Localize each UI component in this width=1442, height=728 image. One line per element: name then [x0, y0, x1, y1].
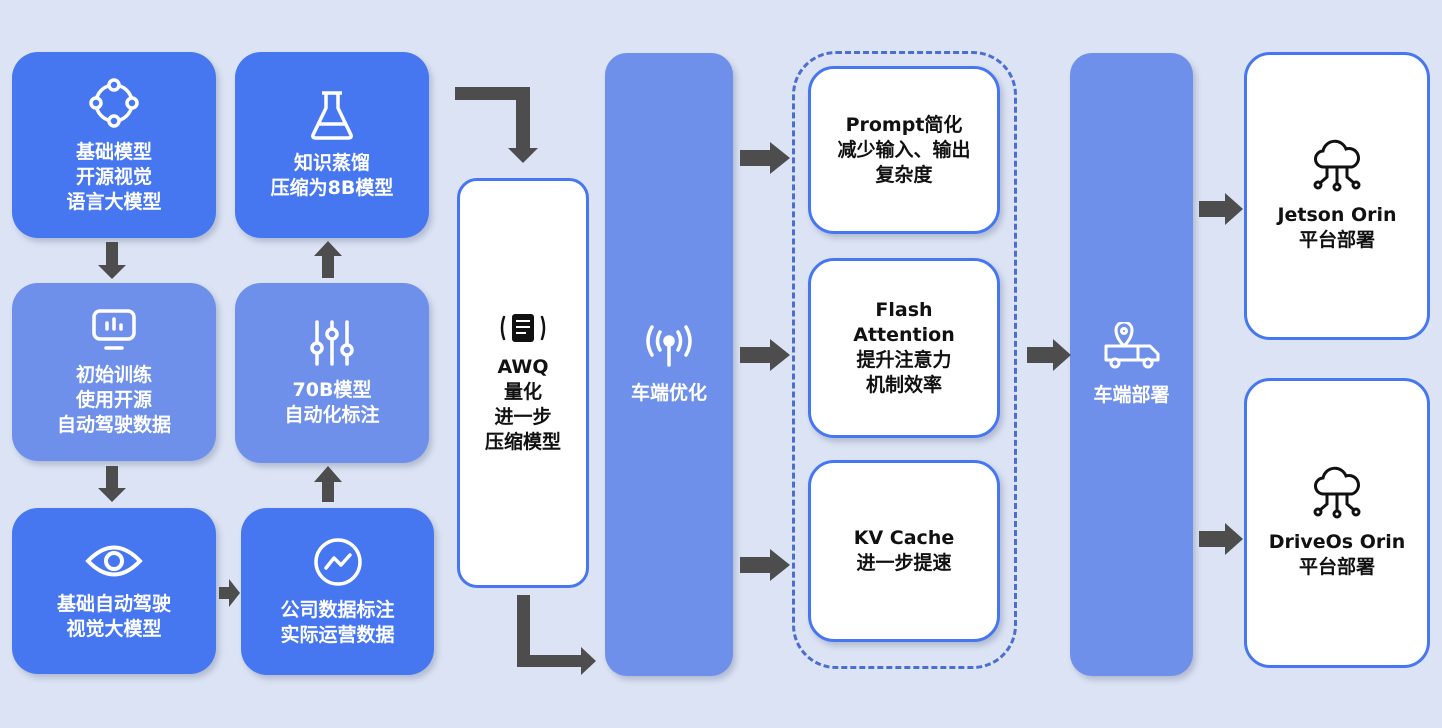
arrow-right [1199, 193, 1243, 225]
jetson-orin-box: Jetson Orin 平台部署 [1244, 52, 1430, 340]
box-line: 实际运营数据 [280, 623, 395, 646]
network-cycle-icon [89, 77, 139, 128]
arrow-elbow [455, 87, 538, 163]
column-label: 车端优化 [630, 382, 707, 404]
box-line: 进一步提速 [856, 552, 952, 574]
box-line: 70B模型 [292, 379, 372, 401]
box-line: Flash [875, 299, 933, 321]
box-line: 提升注意力 [856, 349, 952, 371]
eye-icon [85, 545, 143, 577]
box-line: 公司数据标注 [280, 598, 395, 621]
arrow-down [98, 242, 126, 279]
box-line: Prompt简化 [845, 113, 963, 136]
box-line: 减少输入、输出 [837, 138, 971, 161]
box-line: 视觉大模型 [66, 618, 162, 640]
base-model-box: 基础模型 开源视觉 语言大模型 [12, 52, 216, 238]
box-line: 基础自动驾驶 [56, 593, 171, 615]
company-data-box: 公司数据标注 实际运营数据 [241, 508, 434, 675]
arrow-right [740, 339, 790, 371]
box-line: 开源视觉 [75, 165, 152, 188]
flash-attention-box: Flash Attention 提升注意力 机制效率 [808, 258, 1000, 438]
distill-box: 知识蒸馏 压缩为8B模型 [235, 52, 429, 238]
arrow-right [740, 549, 790, 581]
vehicle-optimization-column: 车端优化 [605, 53, 733, 676]
box-line: 使用开源 [75, 388, 152, 411]
box-line: 压缩为8B模型 [270, 177, 394, 199]
prompt-box: Prompt简化 减少输入、输出 复杂度 [808, 66, 1000, 234]
optimization-group [792, 51, 1017, 669]
arrow-right [1027, 339, 1071, 371]
monitor-chart-icon [92, 308, 136, 350]
arrow-right [219, 579, 240, 607]
box-line: 知识蒸馏 [293, 152, 370, 174]
box-line: 复杂度 [875, 163, 933, 186]
arrow-up [314, 466, 342, 502]
box-line: AWQ [497, 356, 549, 378]
arrow-up [314, 241, 342, 278]
delivery-truck-icon [1104, 322, 1159, 369]
kv-cache-box: KV Cache 进一步提速 [808, 460, 1000, 642]
box-line: KV Cache [853, 527, 955, 549]
box-line: 自动驾驶数据 [56, 413, 171, 436]
box-line: 进一步 [494, 406, 552, 428]
sliders-icon [310, 320, 354, 366]
trend-circle-icon [313, 537, 362, 586]
initial-training-box: 初始训练 使用开源 自动驾驶数据 [12, 283, 216, 461]
antenna-icon [646, 325, 692, 367]
box-line: DriveOs Orin [1268, 531, 1406, 553]
box-line: 语言大模型 [66, 190, 162, 213]
box-line: 机制效率 [865, 374, 942, 396]
arrow-elbow [517, 595, 596, 675]
column-label: 车端部署 [1093, 384, 1170, 406]
arrow-right [1199, 523, 1243, 555]
awq-box: AWQ 量化 进一步 压缩模型 [457, 178, 589, 588]
cloud-network-icon [1313, 139, 1361, 192]
base-ad-model-box: 基础自动驾驶 视觉大模型 [12, 508, 216, 674]
box-line: 量化 [503, 381, 542, 403]
box-line: 平台部署 [1298, 556, 1375, 578]
auto-label-box: 70B模型 自动化标注 [235, 283, 429, 463]
box-line: Jetson Orin [1277, 204, 1397, 226]
document-wave-icon [500, 314, 546, 342]
box-line: 自动化标注 [284, 404, 380, 426]
box-line: 初始训练 [75, 363, 152, 386]
arrow-right [740, 142, 790, 174]
driveos-orin-box: DriveOs Orin 平台部署 [1244, 378, 1430, 668]
arrow-down [98, 466, 126, 502]
vehicle-deploy-column: 车端部署 [1070, 53, 1193, 676]
box-line: 基础模型 [75, 140, 152, 163]
cloud-network-icon [1313, 466, 1361, 519]
box-line: 平台部署 [1298, 229, 1375, 251]
box-line: Attention [853, 324, 955, 346]
flask-icon [311, 91, 353, 140]
box-line: 压缩模型 [484, 431, 561, 453]
